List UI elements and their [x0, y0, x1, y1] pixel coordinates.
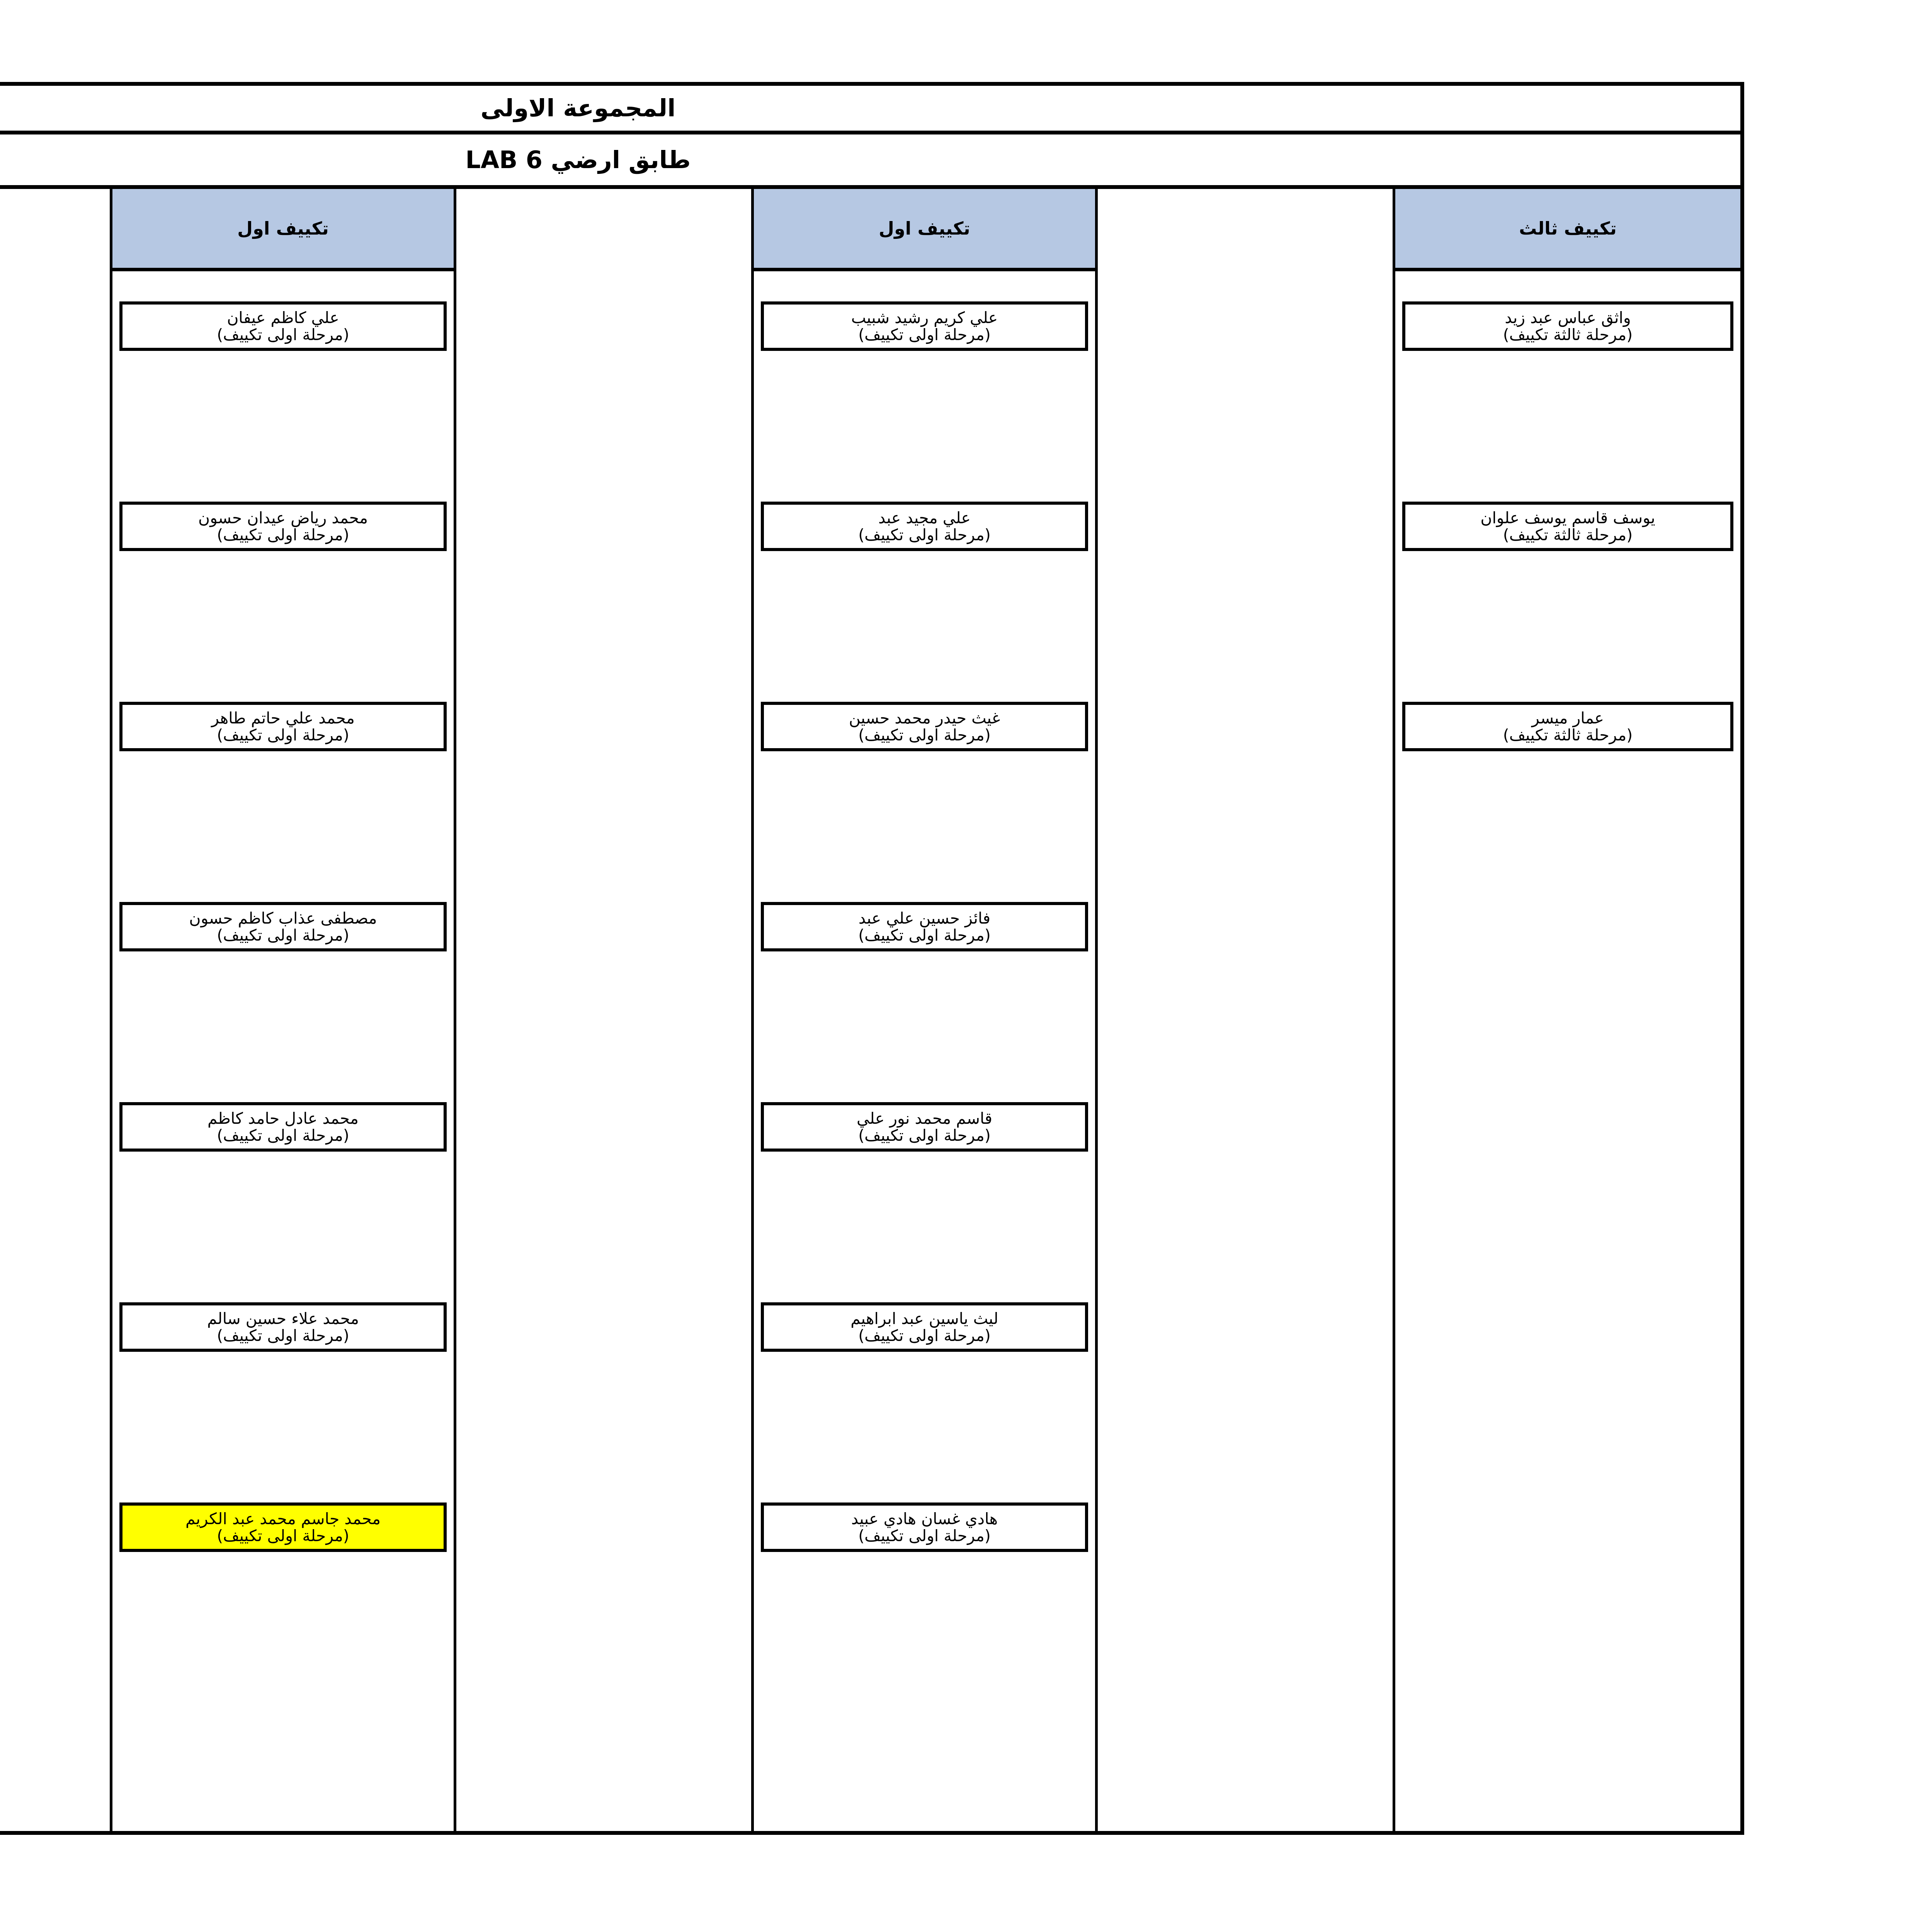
- student-list-0: واثق عباس عبد زيد(مرحلة ثالثة تكييف)يوسف…: [1395, 271, 1740, 1831]
- student-stage: (مرحلة اولى تكييف): [217, 726, 349, 744]
- student-stage: (مرحلة اولى تكييف): [858, 1126, 991, 1145]
- student-name: عمار ميسر: [1531, 708, 1604, 727]
- student-list-2: علي كريم رشيد شبيب(مرحلة اولى تكييف)علي …: [754, 271, 1095, 1831]
- student-stage: (مرحلة اولى تكييف): [217, 1326, 349, 1345]
- student-name: محمد رياض عيدان حسون: [198, 508, 368, 527]
- student-stage: (مرحلة ثالثة تكييف): [1503, 726, 1633, 744]
- student-box: يوسف قاسم يوسف علوان(مرحلة ثالثة تكييف): [1402, 502, 1733, 551]
- location-title-row: طابق ارضي LAB 6: [0, 134, 1740, 189]
- student-stage: (مرحلة اولى تكييف): [858, 726, 991, 744]
- student-name: قاسم محمد نور علي: [856, 1109, 993, 1128]
- student-name: ليث ياسين عبد ابراهيم: [850, 1309, 998, 1328]
- spacer-column-1: [1095, 189, 1393, 1831]
- student-box: فائز حسين علي عبد(مرحلة اولى تكييف): [761, 902, 1088, 951]
- student-name: يوسف قاسم يوسف علوان: [1480, 508, 1655, 527]
- student-stage: (مرحلة ثالثة تكييف): [1503, 325, 1633, 344]
- student-box: واثق عباس عبد زيد(مرحلة ثالثة تكييف): [1402, 301, 1733, 351]
- student-name: مصطفى عذاب كاظم حسون: [189, 909, 377, 927]
- student-box: محمد عادل حامد كاظم(مرحلة اولى تكييف): [119, 1102, 447, 1152]
- student-box: علي كريم رشيد شبيب(مرحلة اولى تكييف): [761, 301, 1088, 351]
- student-stage: (مرحلة اولى تكييف): [858, 1326, 991, 1345]
- column-header-0: تكييف ثالث: [1395, 189, 1740, 271]
- student-stage: (مرحلة اولى تكييف): [858, 1526, 991, 1545]
- student-name: هادي غسان هادي عبيد: [851, 1509, 998, 1528]
- student-box: محمد علاء حسين سالم(مرحلة اولى تكييف): [119, 1302, 447, 1352]
- student-stage: (مرحلة اولى تكييف): [217, 526, 349, 544]
- column-header-4: تكييف اول: [112, 189, 454, 271]
- student-stage: (مرحلة اولى تكييف): [217, 926, 349, 944]
- student-name: محمد عادل حامد كاظم: [207, 1109, 359, 1128]
- student-stage: (مرحلة اولى تكييف): [858, 926, 991, 944]
- student-name: محمد علي حاتم طاهر: [211, 708, 355, 727]
- student-name: علي كاظم عيفان: [227, 308, 339, 327]
- student-list-3: [456, 271, 751, 1831]
- column-header-label: تكييف ثالث: [1519, 218, 1617, 239]
- student-name: غيث حيدر محمد حسين: [849, 708, 1000, 727]
- student-name: علي كريم رشيد شبيب: [851, 308, 998, 327]
- page-title: المجموعة الاولى: [480, 94, 676, 122]
- student-box: محمد علي حاتم طاهر(مرحلة اولى تكييف): [119, 702, 447, 751]
- student-name: واثق عباس عبد زيد: [1505, 308, 1631, 327]
- student-name: محمد علاء حسين سالم: [207, 1309, 359, 1328]
- group-title-row: المجموعة الاولى: [0, 86, 1740, 134]
- student-box: غيث حيدر محمد حسين(مرحلة اولى تكييف): [761, 702, 1088, 751]
- student-list-4: علي كاظم عيفان(مرحلة اولى تكييف)محمد ريا…: [112, 271, 454, 1831]
- student-list-1: [1098, 271, 1393, 1831]
- student-box: محمد رياض عيدان حسون(مرحلة اولى تكييف): [119, 502, 447, 551]
- student-stage: (مرحلة اولى تكييف): [217, 1126, 349, 1145]
- student-stage: (مرحلة اولى تكييف): [217, 325, 349, 344]
- student-box: علي مجيد عبد(مرحلة اولى تكييف): [761, 502, 1088, 551]
- column-header-label: تكييف اول: [879, 218, 970, 239]
- spacer-column-5: [0, 189, 110, 1831]
- student-box: عمار ميسر(مرحلة ثالثة تكييف): [1402, 702, 1733, 751]
- page-subtitle: طابق ارضي LAB 6: [465, 145, 691, 174]
- student-box-highlighted: محمد جاسم محمد عبد الكريم(مرحلة اولى تكي…: [119, 1503, 447, 1552]
- assignment-table: المجموعة الاولى طابق ارضي LAB 6 تكييف ثا…: [0, 82, 1744, 1835]
- student-stage: (مرحلة اولى تكييف): [217, 1526, 349, 1545]
- student-box: علي كاظم عيفان(مرحلة اولى تكييف): [119, 301, 447, 351]
- column-header-label: تكييف اول: [237, 218, 329, 239]
- student-name: فائز حسين علي عبد: [858, 909, 991, 927]
- student-box: هادي غسان هادي عبيد(مرحلة اولى تكييف): [761, 1503, 1088, 1552]
- student-list-5: [0, 271, 110, 1831]
- student-stage: (مرحلة ثالثة تكييف): [1503, 526, 1633, 544]
- student-name: محمد جاسم محمد عبد الكريم: [185, 1509, 381, 1528]
- student-box: ليث ياسين عبد ابراهيم(مرحلة اولى تكييف): [761, 1302, 1088, 1352]
- student-box: قاسم محمد نور علي(مرحلة اولى تكييف): [761, 1102, 1088, 1152]
- column-header-2: تكييف اول: [754, 189, 1095, 271]
- student-box: مصطفى عذاب كاظم حسون(مرحلة اولى تكييف): [119, 902, 447, 951]
- spacer-column-3: [454, 189, 751, 1831]
- student-stage: (مرحلة اولى تكييف): [858, 325, 991, 344]
- student-name: علي مجيد عبد: [878, 508, 971, 527]
- student-stage: (مرحلة اولى تكييف): [858, 526, 991, 544]
